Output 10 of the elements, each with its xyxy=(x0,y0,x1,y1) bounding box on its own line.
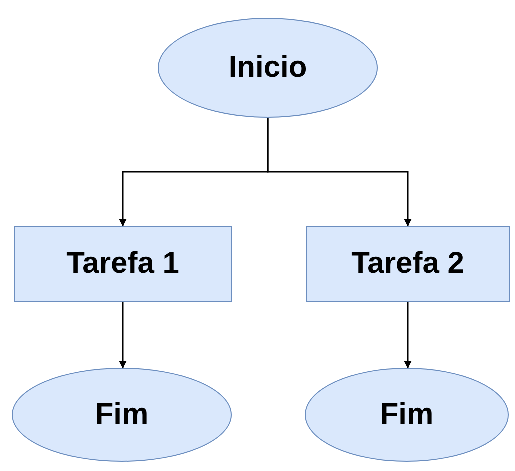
process-box xyxy=(14,226,232,302)
node-label: Fim xyxy=(380,398,434,432)
process-box xyxy=(306,226,510,302)
node-label: Fim xyxy=(95,398,149,432)
arrow xyxy=(267,118,412,227)
node-label: Tarefa 2 xyxy=(352,247,464,281)
node-label: Tarefa 1 xyxy=(66,247,180,281)
node-label: Inicio xyxy=(228,51,308,85)
arrow xyxy=(119,302,127,369)
arrow xyxy=(404,302,412,369)
